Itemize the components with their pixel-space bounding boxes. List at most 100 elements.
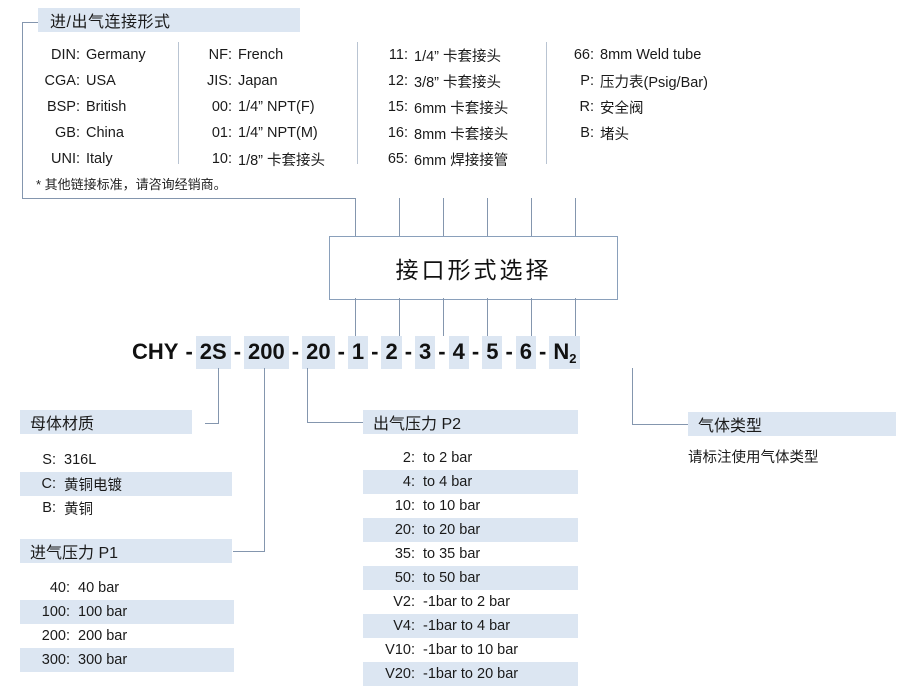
- gas-type-note: 请标注使用气体类型: [688, 450, 819, 466]
- code-dash: -: [539, 338, 547, 364]
- connection-code: 15:: [387, 99, 408, 115]
- connection-desc: British: [86, 99, 127, 115]
- interface-type-selection-box[interactable]: 接口形式选择: [329, 236, 618, 300]
- code-dash: -: [438, 338, 446, 364]
- connection-row: 16: 8mm 卡套接头: [378, 120, 544, 146]
- outlet-pressure-row: V10: -1bar to 10 bar: [363, 638, 578, 662]
- code-token-if5[interactable]: 5: [482, 335, 503, 369]
- connection-desc: 6mm 卡套接头: [414, 100, 509, 117]
- inlet-pressure-key: 100:: [41, 604, 70, 620]
- connection-row: 12: 3/8” 卡套接头: [378, 68, 544, 94]
- code-feed-line-6: [575, 298, 576, 336]
- body-material-value: 316L: [64, 452, 97, 468]
- connection-row: 00: 1/4” NPT(F): [200, 94, 356, 120]
- connection-row: JIS: Japan: [200, 68, 356, 94]
- body-material-row: B: 黄铜: [20, 496, 232, 520]
- outlet-pressure-key: 20:: [394, 522, 415, 538]
- code-token-if2[interactable]: 2: [381, 335, 402, 369]
- outlet-pressure-value: to 2 bar: [423, 450, 473, 466]
- code-dash: -: [404, 338, 413, 364]
- code-feed-line-5: [531, 298, 532, 336]
- connection-code: DIN:: [51, 47, 80, 63]
- connection-row: 01: 1/4” NPT(M): [200, 120, 356, 146]
- code-token-if4[interactable]: 4: [448, 335, 469, 369]
- connection-row: R: 安全阀: [564, 94, 764, 120]
- connection-code: CGA:: [44, 73, 80, 89]
- product-code-line: CHY - 2S - 200 - 20 - 1 - 2 - 3 - 4 - 5 …: [128, 335, 581, 369]
- inlet-pressure-key: 200:: [41, 628, 70, 644]
- code-token-if6[interactable]: 6: [515, 335, 537, 369]
- connection-column-standards: DIN: Germany CGA: USA BSP: British GB: C…: [36, 42, 176, 172]
- body-material-row: S: 316L: [20, 448, 232, 472]
- connection-desc: 8mm 卡套接头: [414, 126, 509, 143]
- column-separator-1: [178, 42, 179, 164]
- code-token-if1[interactable]: 1: [347, 335, 369, 369]
- code-dash: -: [337, 338, 345, 364]
- connection-column-ferrule: 11: 1/4” 卡套接头 12: 3/8” 卡套接头 15: 6mm 卡套接头…: [378, 42, 544, 172]
- connection-footnote: * 其他链接标准，请咨询经销商。: [36, 177, 227, 192]
- connection-row: UNI: Italy: [36, 146, 176, 172]
- outlet-pressure-key: 50:: [394, 570, 415, 586]
- connection-desc: China: [86, 125, 124, 141]
- outlet-pressure-key: 2:: [402, 450, 415, 466]
- connection-desc: 1/4” NPT(F): [238, 99, 315, 115]
- outlet-pressure-value: -1bar to 2 bar: [423, 594, 511, 610]
- material-connector-hline: [205, 423, 219, 424]
- code-feed-line-1: [355, 298, 356, 336]
- connection-code: NF:: [208, 47, 232, 63]
- outlet-pressure-title: 出气压力 P2: [363, 410, 578, 434]
- code-token-material[interactable]: 2S: [195, 335, 231, 369]
- connection-code: 01:: [211, 125, 232, 141]
- outlet-pressure-row: V4: -1bar to 4 bar: [363, 614, 578, 638]
- code-dash: -: [233, 338, 242, 364]
- body-material-key: B:: [42, 500, 56, 516]
- code-dash: -: [371, 338, 379, 364]
- outlet-pressure-key: V10:: [385, 642, 415, 658]
- connection-row: B: 堵头: [564, 120, 764, 146]
- code-dash: -: [505, 338, 513, 364]
- outlet-pressure-row: V20: -1bar to 20 bar: [363, 662, 578, 686]
- connection-row: CGA: USA: [36, 68, 176, 94]
- box-feed-line-3: [443, 198, 444, 236]
- outlet-pressure-value: -1bar to 20 bar: [423, 666, 519, 682]
- body-material-title: 母体材质: [20, 410, 192, 434]
- inlet-pressure-row: 100: 100 bar: [20, 600, 234, 624]
- outlet-pressure-row: 2: to 2 bar: [363, 446, 578, 470]
- connection-desc: 1/4” NPT(M): [238, 125, 318, 141]
- outlet-pressure-key: V4:: [393, 618, 415, 634]
- code-gas-subscript: 2: [569, 350, 577, 366]
- inlet-pressure-title: 进气压力 P1: [20, 539, 232, 563]
- outlet-pressure-value: -1bar to 10 bar: [423, 642, 519, 658]
- connection-desc: Japan: [238, 73, 278, 89]
- connection-code: 00:: [211, 99, 232, 115]
- box-feed-line-6: [575, 198, 576, 236]
- connection-desc: 安全阀: [600, 100, 644, 117]
- connection-code: GB:: [55, 125, 80, 141]
- outlet-pressure-row: 4: to 4 bar: [363, 470, 578, 494]
- p1-connector-vline: [264, 368, 265, 552]
- body-material-value: 黄铜: [64, 501, 93, 518]
- column-separator-2: [357, 42, 358, 164]
- connection-block-title: 进/出气连接形式: [38, 8, 300, 32]
- inlet-pressure-key: 300:: [41, 652, 70, 668]
- code-dash: -: [185, 338, 193, 364]
- code-token-p2[interactable]: 20: [302, 335, 335, 369]
- outlet-pressure-row: 10: to 10 bar: [363, 494, 578, 518]
- code-token-if3[interactable]: 3: [415, 335, 436, 369]
- connection-code: P:: [580, 73, 594, 89]
- connection-desc: French: [238, 47, 284, 63]
- code-token-gas[interactable]: N2: [549, 335, 581, 369]
- inlet-pressure-value: 100 bar: [78, 604, 128, 620]
- connection-bracket-left: [22, 22, 23, 198]
- p2-connector-hline: [307, 422, 363, 423]
- outlet-pressure-value: to 10 bar: [423, 498, 481, 514]
- code-dash: -: [291, 338, 300, 364]
- outlet-pressure-key: 4:: [402, 474, 415, 490]
- code-token-p1[interactable]: 200: [244, 335, 289, 369]
- connection-code: 10:: [211, 151, 232, 167]
- connection-code: 66:: [573, 47, 594, 63]
- outlet-pressure-value: to 20 bar: [423, 522, 481, 538]
- body-material-value: 黄铜电镀: [64, 477, 122, 494]
- connection-code: JIS:: [207, 73, 232, 89]
- connection-code: 11:: [388, 47, 408, 63]
